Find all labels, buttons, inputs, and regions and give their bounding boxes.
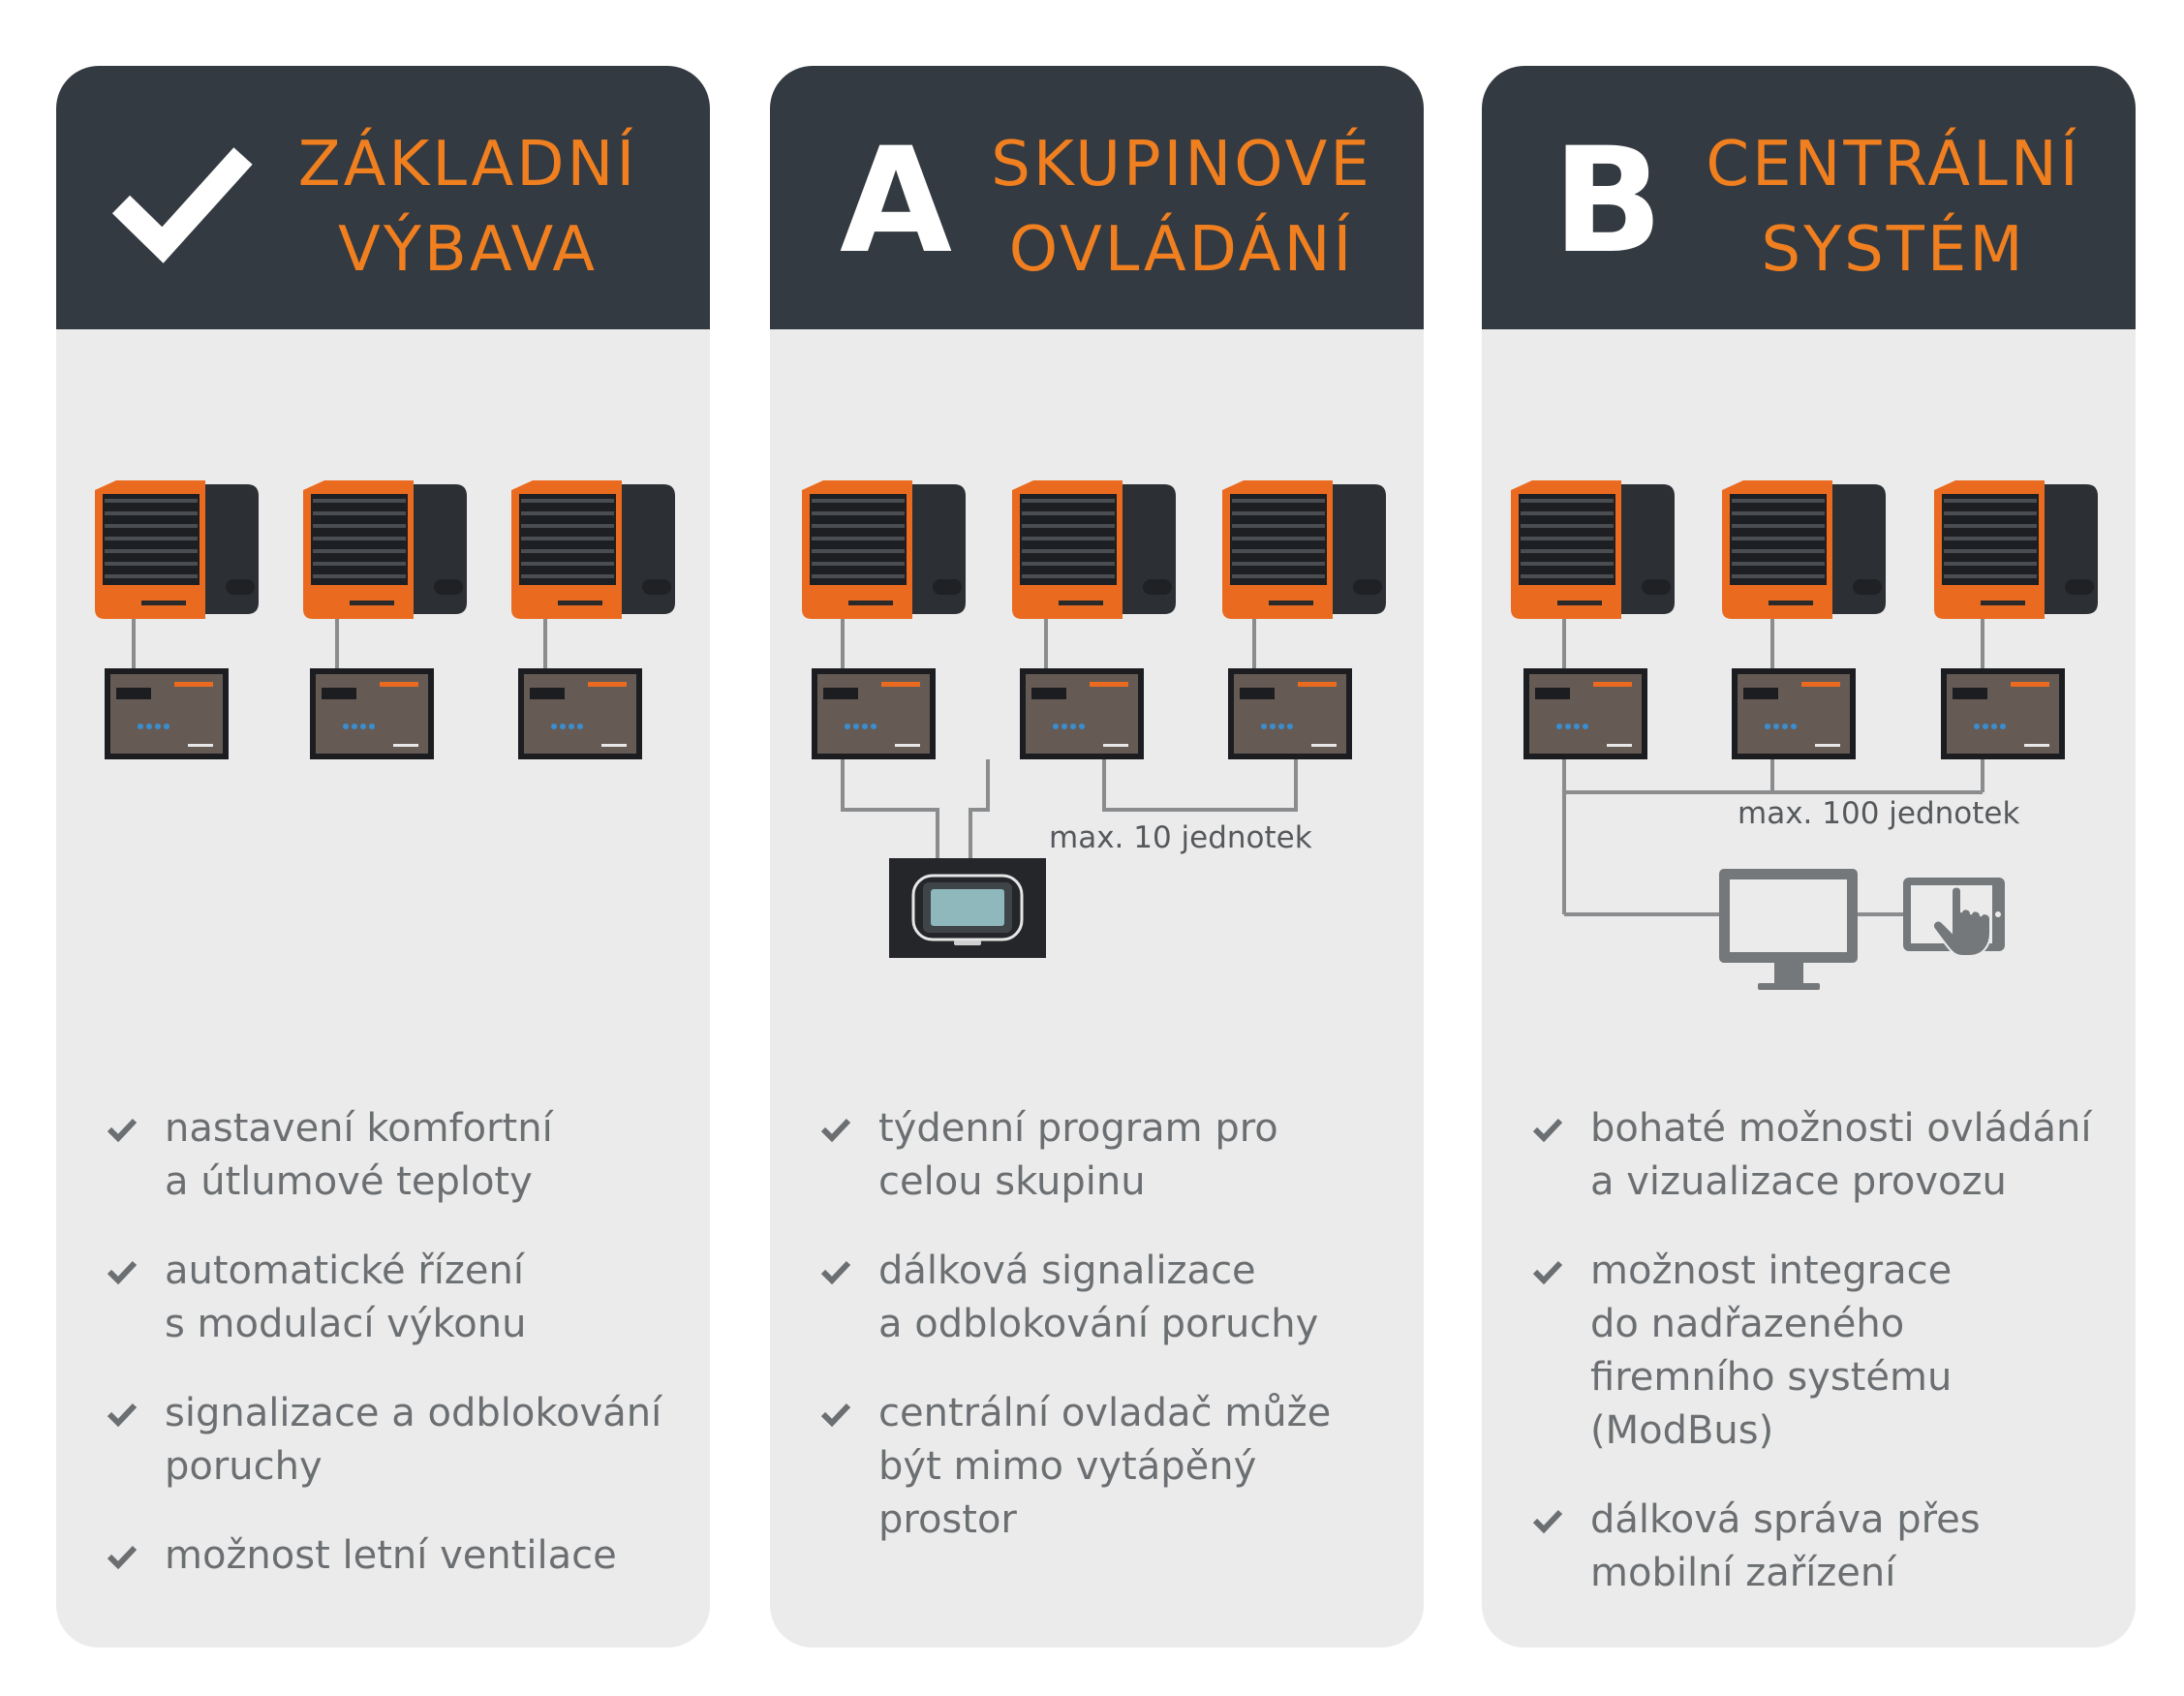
unit-row bbox=[95, 480, 675, 759]
heater-unit-icon bbox=[802, 480, 966, 619]
card-header: A SKUPINOVÉ OVLÁDÁNÍ bbox=[770, 66, 1424, 329]
title-line-1: SKUPINOVÉ bbox=[991, 129, 1372, 200]
feature-list: nastavení komfortní a útlumové teploty a… bbox=[105, 1102, 695, 1619]
checkmark-icon bbox=[95, 124, 269, 279]
card-title: CENTRÁLNÍ SYSTÉM bbox=[1680, 122, 2107, 293]
feature-text: signalizace a odblokování poruchy bbox=[165, 1391, 662, 1489]
check-icon bbox=[1532, 1118, 1563, 1143]
heater-unit-icon bbox=[511, 480, 675, 619]
title-line-2: OVLÁDÁNÍ bbox=[1008, 214, 1355, 286]
badge-letter: B bbox=[1552, 117, 1664, 286]
heater-unit-icon bbox=[1222, 480, 1386, 619]
control-panel-icon bbox=[1020, 668, 1144, 759]
group-caption: max. 10 jednotek bbox=[1049, 820, 1312, 855]
feature-text: centrální ovladač může být mimo vytápěný… bbox=[878, 1391, 1332, 1542]
diagram-central: max. 100 jednotek bbox=[1511, 480, 2098, 990]
heater-unit-icon bbox=[95, 480, 259, 619]
control-panel-icon bbox=[518, 668, 642, 759]
check-icon bbox=[107, 1260, 138, 1285]
card-group-control: A SKUPINOVÉ OVLÁDÁNÍ max. 10 jednotek tý… bbox=[770, 66, 1424, 1648]
central-controller-icon bbox=[889, 858, 1046, 958]
check-icon bbox=[820, 1260, 851, 1285]
feature-item: signalizace a odblokování poruchy bbox=[105, 1387, 695, 1494]
feature-item: centrální ovladač může být mimo vytápěný… bbox=[818, 1387, 1409, 1547]
check-icon bbox=[107, 1545, 138, 1570]
feature-text: týdenní program pro celou skupinu bbox=[878, 1106, 1278, 1204]
feature-item: dálková správa přes mobilní zařízení bbox=[1530, 1494, 2121, 1600]
title-line-1: CENTRÁLNÍ bbox=[1706, 129, 2081, 200]
feature-item: týdenní program pro celou skupinu bbox=[818, 1102, 1409, 1209]
unit-row bbox=[1511, 480, 2098, 759]
connection-lines bbox=[1562, 608, 1984, 916]
control-panel-icon bbox=[1941, 668, 2065, 759]
diagram-basic bbox=[95, 480, 675, 759]
control-panel-icon bbox=[105, 668, 229, 759]
control-panel-icon bbox=[1732, 668, 1856, 759]
feature-text: automatické řízení s modulací výkonu bbox=[165, 1249, 527, 1346]
heater-unit-icon bbox=[1511, 480, 1675, 619]
card-central-system: B CENTRÁLNÍ SYSTÉM max. 100 jednotek bbox=[1482, 66, 2136, 1648]
heater-unit-icon bbox=[1012, 480, 1176, 619]
central-caption: max. 100 jednotek bbox=[1738, 796, 2019, 831]
letter-b-badge: B bbox=[1521, 124, 1695, 279]
card-title: SKUPINOVÉ OVLÁDÁNÍ bbox=[969, 122, 1395, 293]
feature-item: možnost letní ventilace bbox=[105, 1529, 695, 1583]
feature-item: nastavení komfortní a útlumové teploty bbox=[105, 1102, 695, 1209]
badge-letter: A bbox=[839, 117, 953, 286]
feature-text: možnost integrace do nadřazeného firemní… bbox=[1590, 1249, 1953, 1453]
feature-item: dálková signalizace a odblokování poruch… bbox=[818, 1245, 1409, 1351]
feature-item: bohaté možnosti ovládání a vizualizace p… bbox=[1530, 1102, 2121, 1209]
unit-row bbox=[802, 480, 1386, 759]
heater-unit-icon bbox=[1722, 480, 1886, 619]
card-header: ZÁKLADNÍ VÝBAVA bbox=[56, 66, 710, 329]
check-icon bbox=[107, 1403, 138, 1428]
check-icon bbox=[1532, 1260, 1563, 1285]
control-panel-icon bbox=[1228, 668, 1352, 759]
feature-item: automatické řízení s modulací výkonu bbox=[105, 1245, 695, 1351]
feature-list: týdenní program pro celou skupinu dálkov… bbox=[818, 1102, 1409, 1583]
control-panel-icon bbox=[310, 668, 434, 759]
title-line-2: SYSTÉM bbox=[1761, 214, 2026, 286]
card-title: ZÁKLADNÍ VÝBAVA bbox=[255, 122, 681, 293]
feature-text: bohaté možnosti ovládání a vizualizace p… bbox=[1590, 1106, 2092, 1204]
feature-text: dálková signalizace a odblokování poruch… bbox=[878, 1249, 1319, 1346]
feature-text: dálková správa přes mobilní zařízení bbox=[1590, 1497, 1981, 1595]
desktop-monitor-icon bbox=[1719, 869, 1858, 990]
letter-a-badge: A bbox=[809, 124, 983, 279]
touch-hand-icon bbox=[1932, 885, 1991, 957]
feature-list: bohaté možnosti ovládání a vizualizace p… bbox=[1530, 1102, 2121, 1636]
check-icon bbox=[820, 1118, 851, 1143]
feature-item: možnost integrace do nadřazeného firemní… bbox=[1530, 1245, 2121, 1458]
heater-unit-icon bbox=[303, 480, 467, 619]
check-icon bbox=[1532, 1509, 1563, 1534]
check-icon bbox=[820, 1403, 851, 1428]
control-panel-icon bbox=[812, 668, 936, 759]
control-panel-icon bbox=[1523, 668, 1647, 759]
feature-text: možnost letní ventilace bbox=[165, 1533, 617, 1578]
card-header: B CENTRÁLNÍ SYSTÉM bbox=[1482, 66, 2136, 329]
title-line-2: VÝBAVA bbox=[338, 214, 598, 286]
card-basic-equipment: ZÁKLADNÍ VÝBAVA nastavení komfortní a út… bbox=[56, 66, 710, 1648]
diagram-group: max. 10 jednotek bbox=[802, 480, 1386, 958]
feature-text: nastavení komfortní a útlumové teploty bbox=[165, 1106, 553, 1204]
title-line-1: ZÁKLADNÍ bbox=[297, 129, 638, 200]
check-icon bbox=[107, 1118, 138, 1143]
heater-unit-icon bbox=[1934, 480, 2098, 619]
